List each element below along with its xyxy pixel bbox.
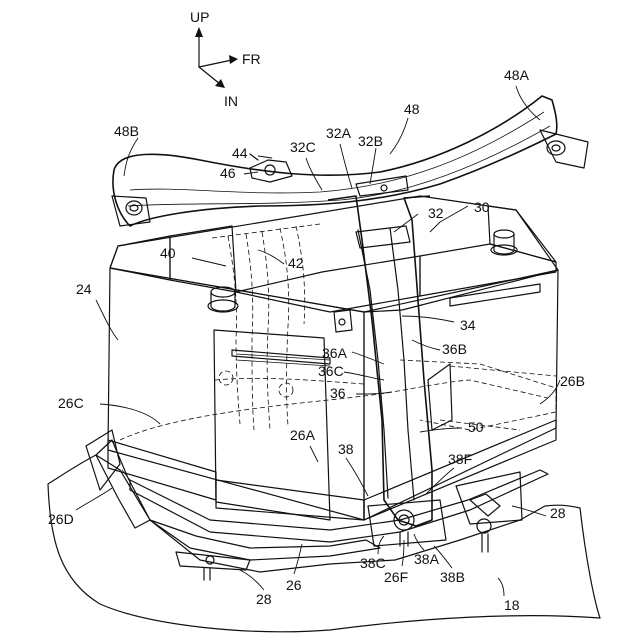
label-26c: 26C xyxy=(58,395,84,411)
label-32c: 32C xyxy=(290,139,316,155)
label-28-right: 28 xyxy=(550,505,566,521)
label-26b: 26B xyxy=(560,373,585,389)
fr-label: FR xyxy=(242,51,261,67)
label-36b: 36B xyxy=(442,341,467,357)
label-26: 26 xyxy=(286,577,302,593)
label-36: 36 xyxy=(330,385,346,401)
label-32b: 32B xyxy=(358,133,383,149)
label-32a: 32A xyxy=(326,125,352,141)
label-40: 40 xyxy=(160,245,176,261)
label-26a: 26A xyxy=(290,427,316,443)
label-18: 18 xyxy=(504,597,520,613)
label-48a: 48A xyxy=(504,67,530,83)
orientation-indicator: UP FR IN xyxy=(190,9,261,109)
label-38f: 38F xyxy=(448,451,472,467)
label-26f: 26F xyxy=(384,569,408,585)
label-44: 44 xyxy=(232,145,248,161)
label-30: 30 xyxy=(474,199,490,215)
label-50: 50 xyxy=(468,419,484,435)
label-36a: 36A xyxy=(322,345,348,361)
hold-down-band xyxy=(328,196,452,546)
label-38b: 38B xyxy=(440,569,465,585)
label-24: 24 xyxy=(76,281,92,297)
label-38c: 38C xyxy=(360,555,386,571)
label-46: 46 xyxy=(220,165,236,181)
label-48: 48 xyxy=(404,101,420,117)
label-42: 42 xyxy=(288,255,304,271)
hidden-harness xyxy=(212,224,320,430)
up-label: UP xyxy=(190,9,209,25)
label-38: 38 xyxy=(338,441,354,457)
reference-numerals: 48A 48 48B 32A 32B 32C 44 46 32 30 40 42… xyxy=(48,67,585,613)
upper-frame xyxy=(112,96,588,226)
label-48b: 48B xyxy=(114,123,139,139)
label-34: 34 xyxy=(460,317,476,333)
in-label: IN xyxy=(224,93,238,109)
label-32: 32 xyxy=(428,205,444,221)
label-38a: 38A xyxy=(414,551,440,567)
label-26d: 26D xyxy=(48,511,74,527)
label-36c: 36C xyxy=(318,363,344,379)
label-28-bottom: 28 xyxy=(256,591,272,607)
